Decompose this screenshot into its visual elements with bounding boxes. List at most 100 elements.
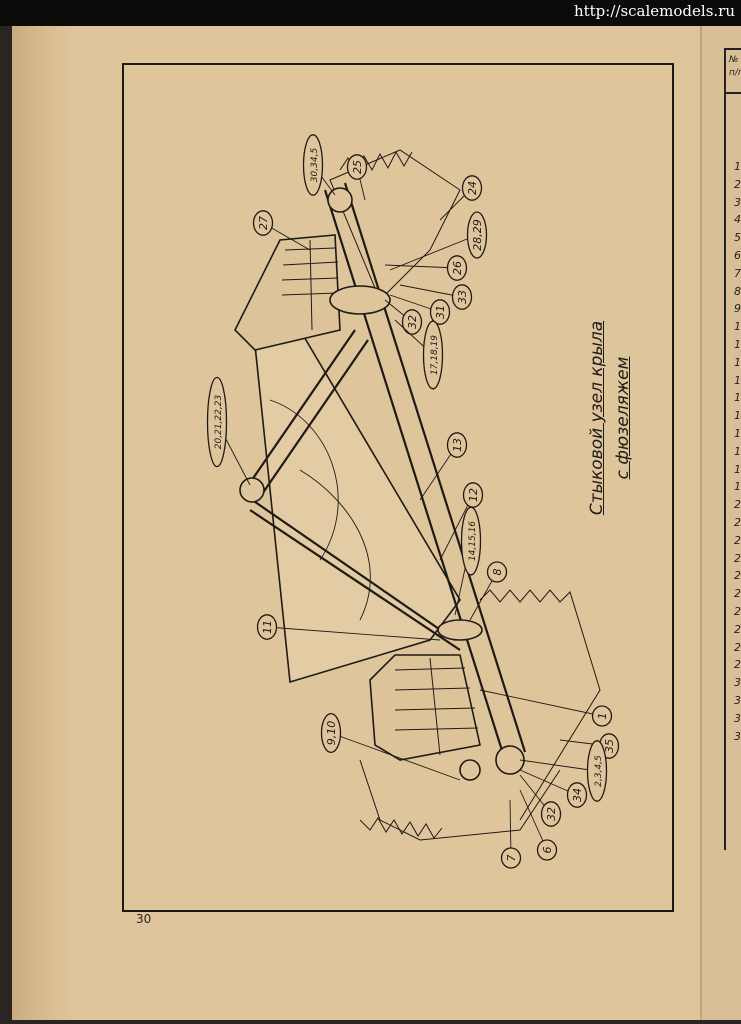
table-header-pp: п/п: [729, 68, 741, 78]
main-spar-tube: [323, 182, 527, 761]
callout-14: 14,15,16: [454, 506, 482, 616]
table-row-number: 30: [734, 676, 741, 690]
callout-label: 6: [541, 847, 554, 854]
callout-label: 20,21,22,23: [214, 395, 224, 450]
callout-label: 11: [261, 620, 274, 634]
leader-line: [519, 759, 598, 772]
leader-line: [479, 689, 603, 717]
callout-label: 25: [351, 160, 364, 174]
table-row-number: 6: [734, 249, 741, 262]
callout-label: 32: [406, 315, 419, 329]
callout-label: 14,15,16: [468, 521, 478, 561]
table-row-number: 19: [734, 480, 741, 494]
table-row-number: 15: [734, 409, 741, 423]
callout-bubble: [586, 740, 608, 802]
table-row-number: 28: [734, 640, 741, 654]
callout-bubble: [446, 255, 468, 281]
callout-18: 35: [559, 733, 620, 759]
callout-19: 2,3,4,5: [519, 740, 608, 802]
callout-bubble: [500, 847, 522, 869]
table-row-number: 23: [734, 551, 741, 565]
title-line-1: Стыковой узел крыла: [587, 320, 607, 516]
callout-21: 32: [519, 774, 562, 827]
scan-top-border: [0, 0, 741, 26]
leader-line: [399, 284, 463, 298]
table-header-no: №: [729, 55, 739, 65]
callout-label: 35: [603, 739, 616, 753]
table-row-number: 31: [734, 694, 741, 707]
table-row-number: 17: [734, 444, 741, 458]
callout-4: 27: [252, 210, 311, 251]
callout-label: 34: [571, 788, 584, 802]
table-row-number: 20: [734, 498, 741, 512]
callout-label: 9,10: [325, 721, 338, 746]
upper-box: [234, 234, 341, 351]
drawing-title: Стыковой узел крыла с фюзеляжем: [584, 288, 636, 548]
callout-label: 33: [456, 290, 469, 304]
callout-bubble: [461, 175, 483, 201]
table-row-number: 11: [734, 338, 741, 351]
callout-label: 24: [466, 181, 479, 195]
table-row-number: 12: [734, 355, 741, 369]
callout-6: 26: [384, 255, 468, 281]
table-row-number: 14: [734, 391, 741, 405]
table-row-number: 18: [734, 462, 741, 476]
table-row-number: 7: [734, 266, 741, 280]
callout-1: 30,34,5: [302, 134, 336, 196]
callout-bubble: [302, 134, 324, 196]
callout-2: 25: [346, 154, 368, 201]
table-row-number: 33: [734, 729, 741, 743]
table-row-number: 1: [734, 160, 741, 173]
callout-24: 9,10: [320, 712, 461, 781]
callout-label: 2,3,4,5: [594, 755, 604, 787]
callout-label: 7: [505, 855, 518, 862]
callout-bubble: [536, 839, 558, 861]
callout-label: 12: [467, 488, 480, 502]
callout-label: 30,34,5: [310, 148, 320, 183]
callout-bubble: [446, 432, 468, 458]
callout-8: 31: [389, 294, 451, 325]
callout-label: 17,18,19: [430, 335, 440, 375]
table-row-number: 16: [734, 427, 741, 440]
table-row-number: 8: [734, 284, 741, 298]
table-row-number: 21: [734, 516, 741, 529]
drawing-frame: [122, 63, 674, 912]
callout-22: 6: [519, 789, 558, 861]
table-row-number: 2: [734, 177, 741, 191]
table-row-number: 5: [734, 231, 741, 245]
strut-joint: [239, 477, 265, 503]
callout-10: 17,18,19: [394, 319, 444, 390]
callout-7: 33: [399, 284, 473, 310]
callout-bubble: [466, 211, 488, 259]
callout-bubble: [451, 284, 473, 310]
callout-bubble: [320, 712, 342, 754]
leader-line: [330, 732, 461, 781]
callout-9: 32: [384, 299, 423, 335]
callout-bubble: [486, 561, 508, 583]
callout-12: 13: [419, 432, 468, 501]
title-line-2: с фюзеляжем: [613, 356, 633, 480]
callout-bubble: [591, 705, 613, 727]
callout-label: 31: [434, 305, 447, 319]
callout-17: 1: [479, 689, 613, 727]
callout-bubble: [540, 801, 562, 827]
callout-bubble: [460, 506, 482, 576]
callout-bubble: [346, 154, 368, 180]
callout-3: 24: [439, 175, 483, 221]
watermark: http://scalemodels.ru: [573, 2, 735, 20]
callout-bubble: [566, 782, 588, 808]
callout-label: 1: [596, 713, 609, 720]
table-row-number: 3: [734, 195, 741, 209]
callout-label: 13: [451, 438, 464, 452]
callout-bubble: [252, 210, 274, 236]
table-row-number: 24: [734, 569, 741, 583]
table-row-number: 26: [734, 605, 741, 618]
table-row-number: 4: [734, 213, 741, 227]
callout-bubble: [422, 320, 444, 390]
callout-bubble: [256, 614, 278, 640]
table-row-number: 29: [734, 658, 741, 672]
callout-bubble: [401, 309, 423, 335]
callout-label: 8: [491, 569, 504, 576]
callout-bubble: [429, 299, 451, 325]
